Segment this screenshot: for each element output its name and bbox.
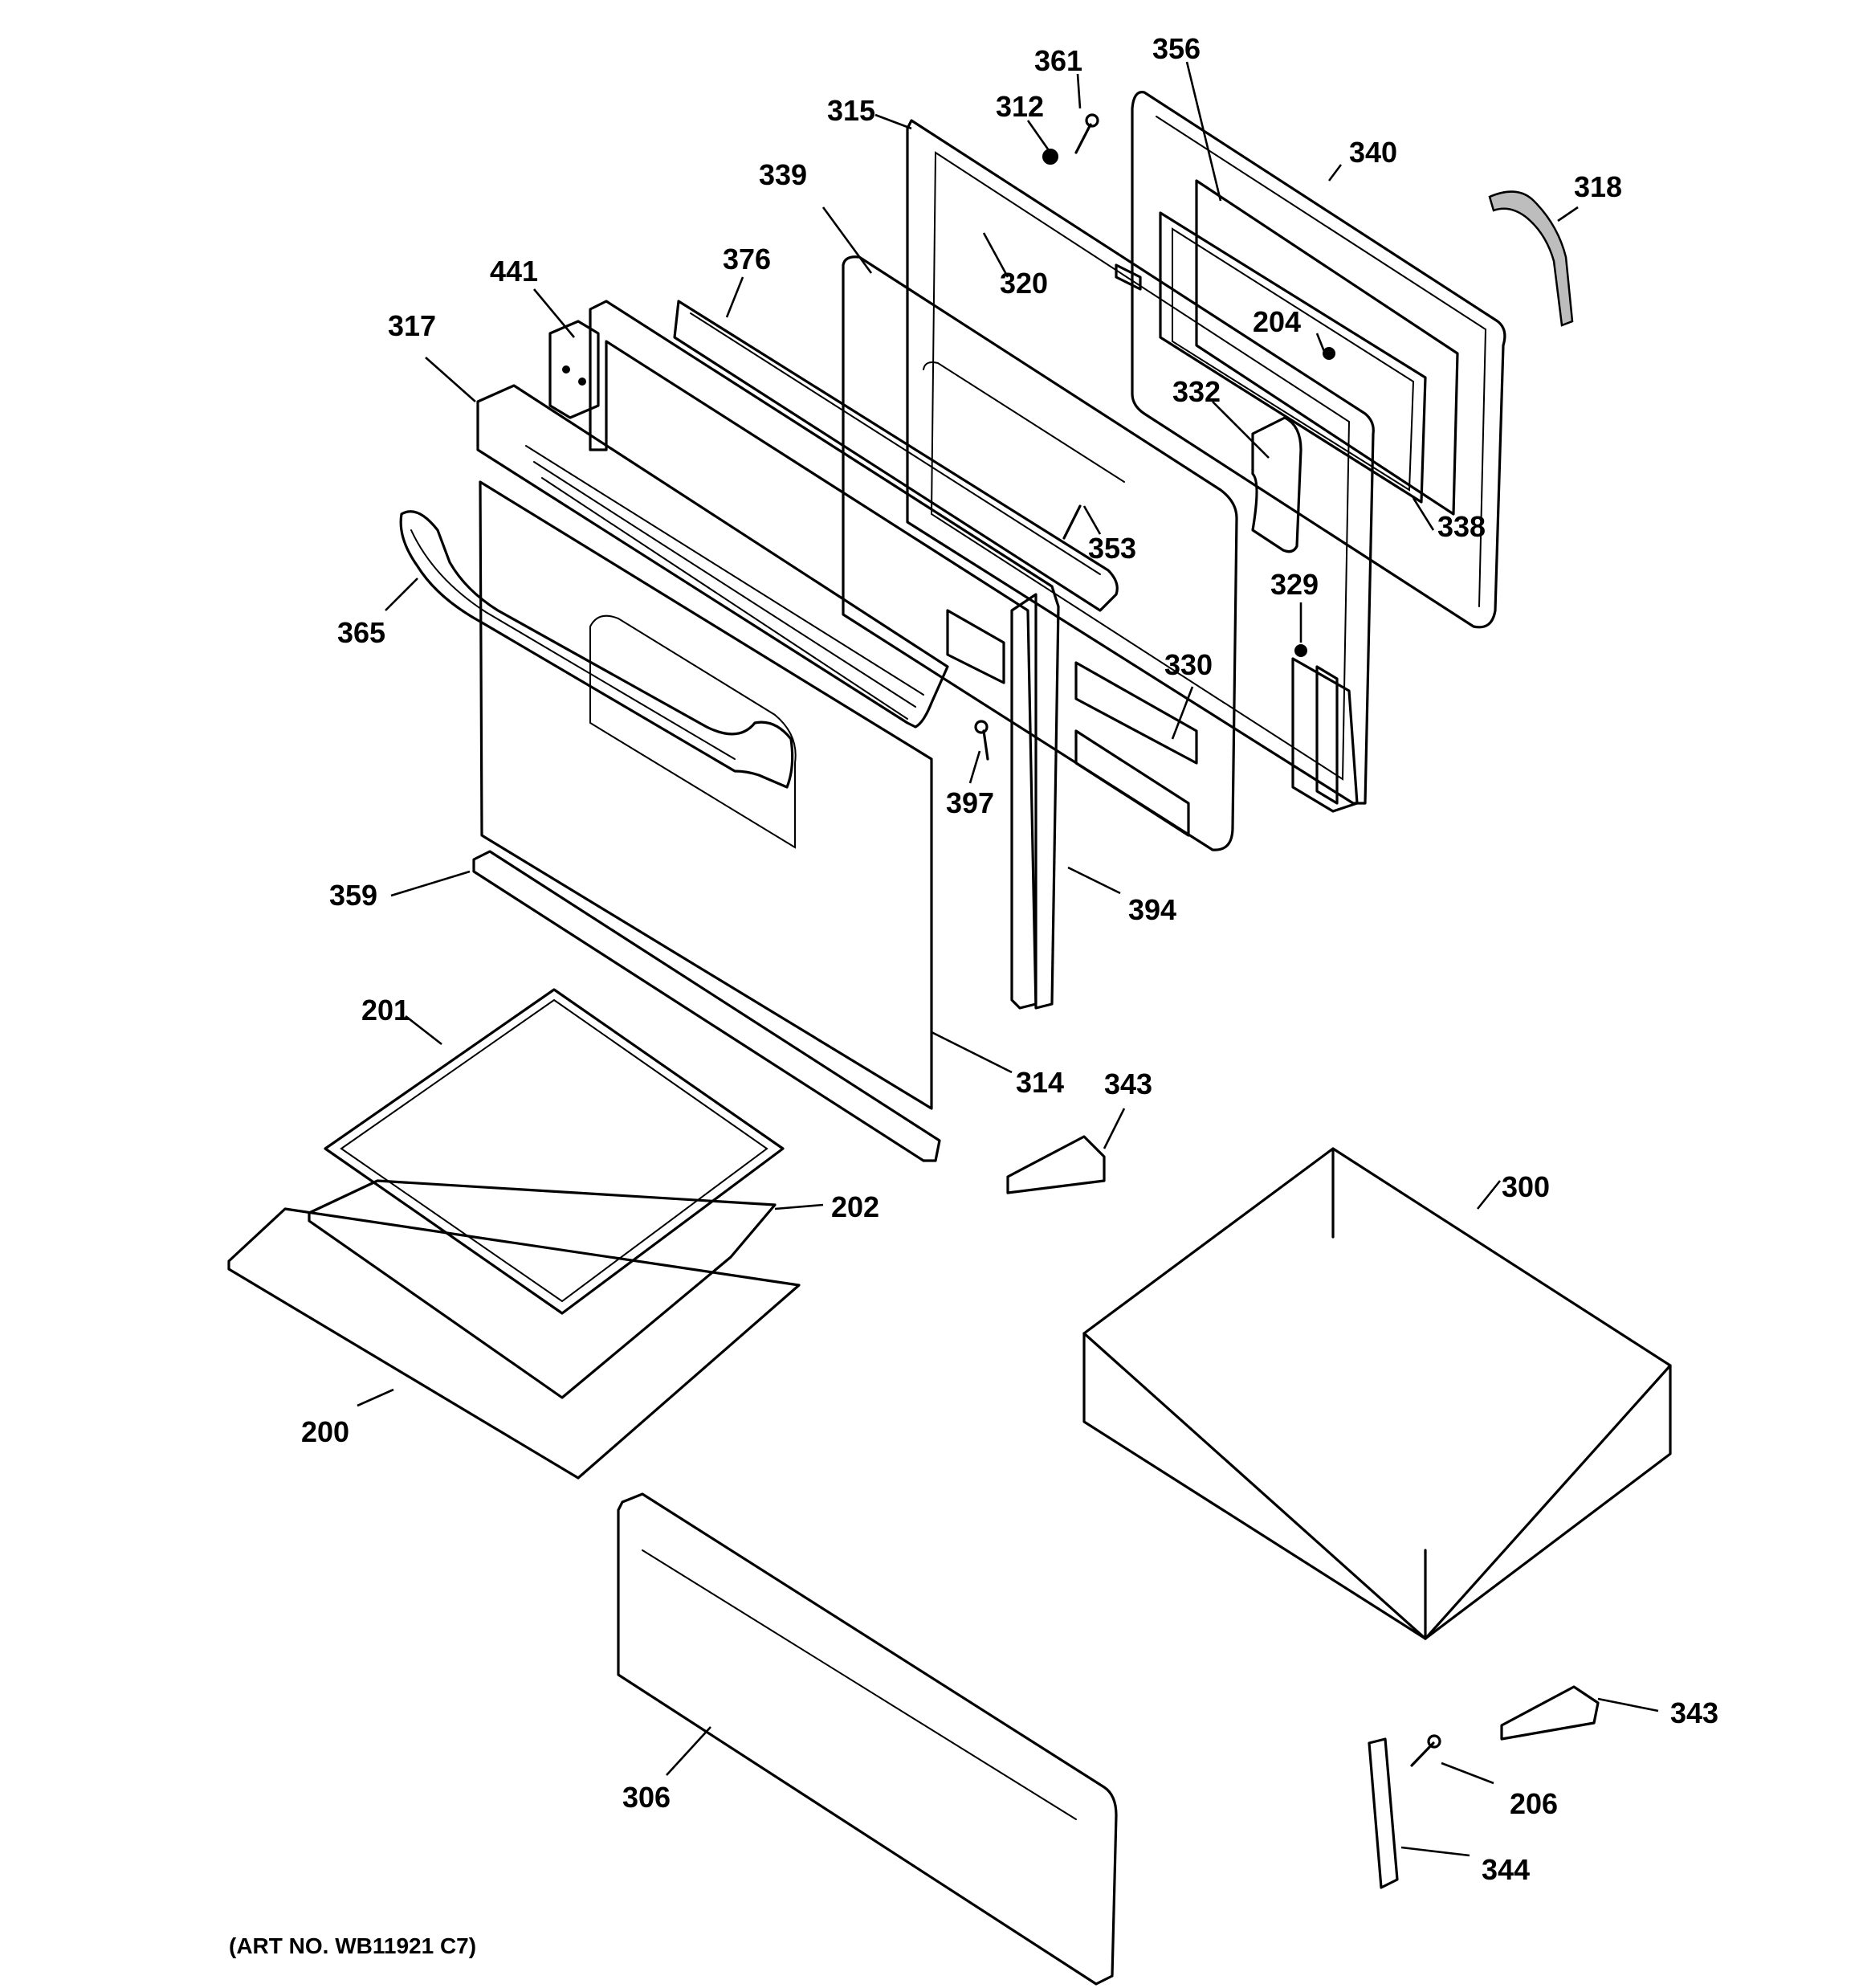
screw-329: [1294, 644, 1307, 657]
hinge-assembly-right: [1291, 657, 1359, 813]
callout-356: 356: [1152, 32, 1201, 65]
door-frame-394: [589, 300, 1060, 1010]
screw-361: [1074, 113, 1099, 154]
callout-306: 306: [622, 1781, 671, 1814]
callout-314: 314: [1016, 1066, 1064, 1099]
door-inner-frame-315: [906, 119, 1375, 805]
callout-315: 315: [827, 94, 875, 127]
leader-lines: [357, 61, 1659, 1857]
callout-340: 340: [1349, 136, 1397, 169]
callout-330: 330: [1164, 648, 1213, 681]
door-bottom-trim-359: [472, 850, 941, 1162]
callout-312: 312: [996, 90, 1044, 123]
callout-201: 201: [361, 994, 410, 1027]
callout-labels: 361 356 315 312 340 318 339 320 376 441 …: [301, 32, 1718, 1886]
callout-365: 365: [337, 616, 385, 649]
callout-206: 206: [1510, 1787, 1558, 1820]
callout-441: 441: [490, 255, 538, 288]
door-liner-376: [673, 300, 1119, 612]
vent-trim-317: [476, 384, 949, 729]
callout-300: 300: [1502, 1170, 1550, 1203]
insulation-339: [842, 255, 1238, 851]
callout-318: 318: [1574, 170, 1622, 203]
door-hinge-330: [1074, 661, 1198, 837]
oven-gasket-318: [1488, 190, 1574, 327]
broiler-pan-insert-201: [324, 988, 785, 1315]
door-outer-panel-340: [1131, 91, 1506, 629]
oven-rack-200: [227, 1207, 801, 1480]
screw-206: [1410, 1734, 1441, 1767]
storage-drawer-300: [1082, 1147, 1672, 1640]
callout-332: 332: [1172, 375, 1221, 408]
drawer-front-panel-306: [617, 1492, 1118, 1986]
art-number: (ART NO. WB11921 C7): [229, 1933, 476, 1958]
callout-344: 344: [1482, 1853, 1530, 1886]
callout-397: 397: [946, 786, 994, 819]
callout-338: 338: [1437, 510, 1486, 543]
callout-343-lower: 343: [1670, 1696, 1718, 1729]
drawer-rail-344: [1368, 1737, 1399, 1889]
callout-339: 339: [759, 158, 807, 191]
screw-353: [1062, 504, 1082, 540]
callout-202: 202: [831, 1190, 879, 1223]
callout-200: 200: [301, 1415, 349, 1448]
drawer-slide-bracket-343-lower: [1500, 1685, 1600, 1741]
door-glass-338: [1159, 211, 1427, 504]
door-outer-glass-314: [479, 480, 933, 1110]
washer-312: [1042, 149, 1058, 165]
screw-397: [974, 720, 989, 761]
drawer-slide-bracket-343-upper: [1006, 1135, 1106, 1194]
callout-353: 353: [1088, 532, 1136, 565]
door-handle-365: [399, 510, 794, 789]
callout-359: 359: [329, 879, 377, 912]
screw-204: [1323, 347, 1335, 360]
hinge-441: [548, 320, 600, 419]
broiler-pan-202: [308, 1179, 777, 1399]
callout-320: 320: [1000, 267, 1048, 300]
callout-204: 204: [1253, 305, 1301, 338]
hinge-bracket-332: [1251, 416, 1302, 553]
callout-361: 361: [1034, 44, 1082, 77]
callout-343-upper: 343: [1104, 1067, 1152, 1100]
callout-376: 376: [723, 243, 771, 276]
callout-317: 317: [388, 309, 436, 342]
hinge-right-front: [946, 609, 1005, 684]
callout-329: 329: [1270, 568, 1319, 601]
callout-394: 394: [1128, 893, 1176, 926]
